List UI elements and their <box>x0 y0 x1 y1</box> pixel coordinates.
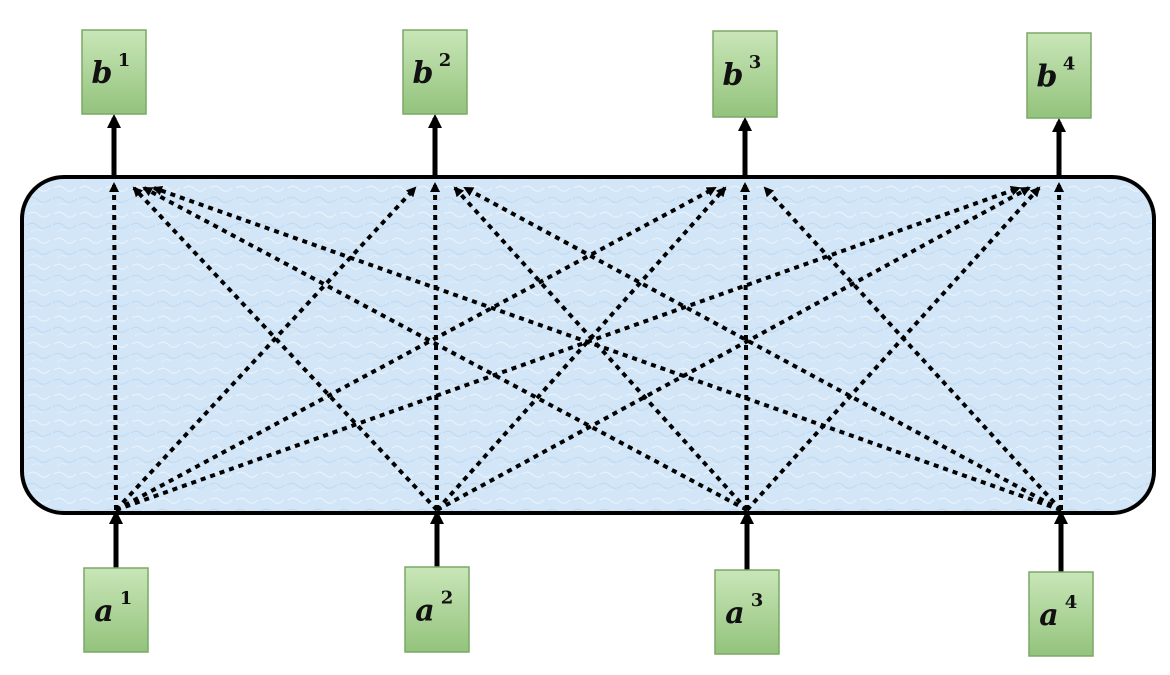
input-box-1 <box>83 567 149 653</box>
attention-arrow-a1-to-b1 <box>109 182 120 511</box>
attention-layer-panel <box>20 175 1156 515</box>
io-arrows <box>107 114 1068 572</box>
output-superscript-1: 1 <box>118 50 131 71</box>
output-label-3: b <box>723 58 744 93</box>
input-box-4 <box>1028 571 1094 657</box>
attention-arrow-a4-to-b3 <box>763 186 1063 512</box>
attention-arrow-a1-to-b3 <box>115 186 717 512</box>
input-label-1: a <box>94 594 113 629</box>
attention-connections <box>109 182 1065 512</box>
input-label-2: a <box>415 594 434 629</box>
input-superscript-2: 2 <box>441 588 454 609</box>
output-box-4 <box>1026 32 1092 119</box>
attention-arrow-a4-to-b4 <box>1054 182 1065 511</box>
output-box-2 <box>402 29 468 115</box>
attention-arrow-a1-to-b2 <box>114 186 417 512</box>
output-box-3 <box>712 30 778 118</box>
output-label-1: b <box>92 56 113 91</box>
attention-arrow-a4-to-b2 <box>463 186 1062 512</box>
attention-arrow-a3-to-b3 <box>740 182 751 511</box>
output-label-4: b <box>1037 60 1058 95</box>
input-box-2 <box>404 566 470 653</box>
attention-arrow-a3-to-b4 <box>745 186 1041 512</box>
output-superscript-4: 4 <box>1063 54 1076 75</box>
input-superscript-4: 4 <box>1065 592 1078 613</box>
attention-arrow-a3-to-b2 <box>453 186 749 512</box>
input-box-3 <box>714 569 780 655</box>
input-label-3: a <box>725 596 744 631</box>
input-label-4: a <box>1039 598 1058 633</box>
input-superscript-3: 3 <box>751 590 764 611</box>
attention-arrow-a3-to-b1 <box>142 186 748 512</box>
attention-arrow-a2-to-b4 <box>436 186 1031 512</box>
attention-arrow-a2-to-b2 <box>430 182 441 511</box>
attention-arrow-a4-to-b1 <box>152 185 1062 512</box>
output-superscript-3: 3 <box>749 52 762 73</box>
output-box-1 <box>81 29 147 115</box>
output-label-2: b <box>413 56 434 91</box>
attention-arrow-a2-to-b3 <box>435 186 727 512</box>
input-superscript-1: 1 <box>120 588 133 609</box>
attention-arrow-a2-to-b1 <box>132 186 439 512</box>
output-superscript-2: 2 <box>439 50 452 71</box>
